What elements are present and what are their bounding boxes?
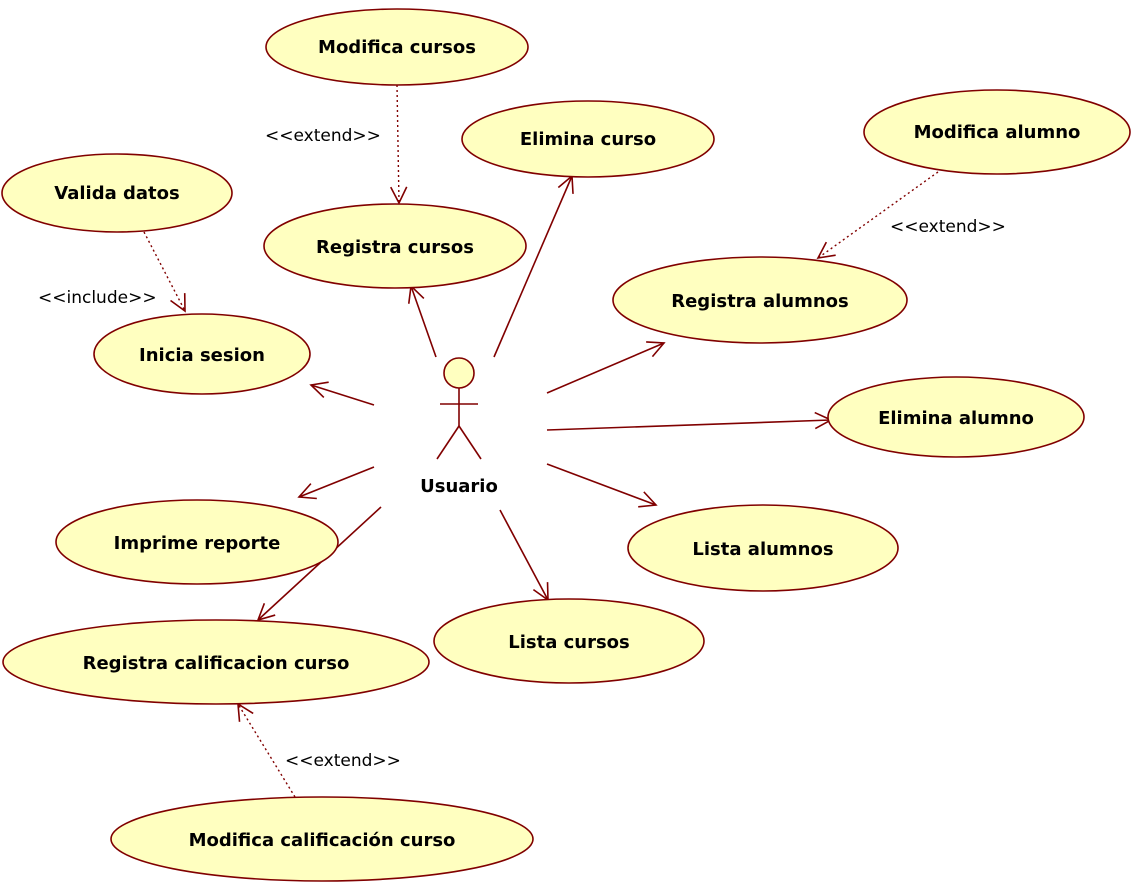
use-case-label: Modifica cursos xyxy=(318,37,476,58)
assoc-elimina-curso xyxy=(493,174,574,358)
assoc-inicia-sesion xyxy=(309,381,375,406)
use-case-label: Imprime reporte xyxy=(114,533,281,554)
use-case-registra-alumnos[interactable]: Registra alumnos xyxy=(612,256,908,344)
actor-label: Usuario xyxy=(420,476,498,497)
actor-left-leg xyxy=(436,425,460,460)
use-case-label: Modifica calificación curso xyxy=(189,830,456,851)
use-case-modifica-alumno[interactable]: Modifica alumno xyxy=(863,89,1131,175)
use-case-lista-cursos[interactable]: Lista cursos xyxy=(433,598,705,684)
assoc-elimina-alumno xyxy=(546,411,833,431)
assoc-registra-cursos xyxy=(407,284,437,358)
dependencies xyxy=(143,84,939,798)
assoc-registra-alumnos xyxy=(546,341,666,394)
assoc-lista-cursos xyxy=(499,509,549,602)
use-case-label: Lista alumnos xyxy=(692,539,833,560)
use-case-modifica-cursos[interactable]: Modifica cursos xyxy=(265,8,529,86)
use-case-label: Modifica alumno xyxy=(914,122,1081,143)
use-case-label: Registra alumnos xyxy=(671,291,849,312)
extend-modifica-alumno xyxy=(816,171,939,260)
use-case-imprime-reporte[interactable]: Imprime reporte xyxy=(55,499,339,585)
use-case-valida-datos[interactable]: Valida datos xyxy=(1,153,233,233)
use-case-label: Elimina alumno xyxy=(878,408,1034,429)
use-case-label: Registra calificacion curso xyxy=(83,653,350,674)
use-case-label: Inicia sesion xyxy=(139,345,265,366)
use-case-registra-calificacion-curso[interactable]: Registra calificacion curso xyxy=(2,619,430,705)
use-case-label: Elimina curso xyxy=(520,129,656,150)
extend-modifica-calificacion xyxy=(237,702,296,798)
use-case-elimina-curso[interactable]: Elimina curso xyxy=(461,100,715,178)
use-case-label: Registra cursos xyxy=(316,237,474,258)
stereotype-extend-alumno: <<extend>> xyxy=(890,217,1006,237)
use-case-label: Valida datos xyxy=(54,183,179,204)
actor-head xyxy=(443,357,475,389)
actor-right-leg xyxy=(458,425,482,460)
stereotype-extend-cursos: <<extend>> xyxy=(265,126,381,146)
extend-modifica-cursos xyxy=(390,84,408,205)
use-case-modifica-calificacion-curso[interactable]: Modifica calificación curso xyxy=(110,796,534,882)
use-case-elimina-alumno[interactable]: Elimina alumno xyxy=(827,376,1085,458)
use-case-registra-cursos[interactable]: Registra cursos xyxy=(263,203,527,289)
use-case-inicia-sesion[interactable]: Inicia sesion xyxy=(93,313,311,395)
stereotype-extend-calificacion: <<extend>> xyxy=(285,751,401,771)
use-case-label: Lista cursos xyxy=(508,632,630,653)
use-cases: Modifica cursos Elimina curso Modifica a… xyxy=(1,8,1131,882)
actor-usuario[interactable]: Usuario xyxy=(420,357,498,497)
stereotype-labels: <<extend>> <<extend>> <<include>> <<exte… xyxy=(38,126,1006,771)
use-case-lista-alumnos[interactable]: Lista alumnos xyxy=(627,504,899,592)
stereotype-include-sesion: <<include>> xyxy=(38,288,157,308)
assoc-imprime-reporte xyxy=(297,466,375,500)
assoc-lista-alumnos xyxy=(546,463,658,508)
